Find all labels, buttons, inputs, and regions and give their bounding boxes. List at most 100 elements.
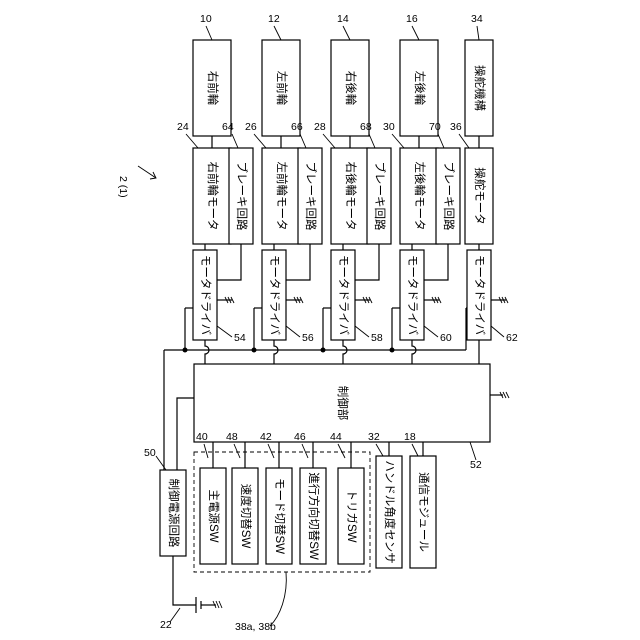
junction-dot-3: [321, 348, 326, 353]
ref-56: 56: [302, 332, 314, 344]
battery-ground-b: [216, 601, 219, 608]
ctrl-ground-tick-c: [506, 392, 509, 398]
ref-42: 42: [260, 431, 272, 443]
link-brake-driver-4: [424, 244, 448, 280]
handle-angle-sensor-label: ハンドル角度センサ: [383, 460, 397, 564]
ref-36: 36: [450, 121, 462, 133]
brake-circuit-68-label: ブレーキ回路: [373, 162, 387, 231]
ref-60: 60: [440, 332, 452, 344]
mode-switch-label: モード切替SW: [273, 478, 287, 554]
junction-dot-2: [252, 348, 257, 353]
leader-48: [234, 444, 240, 458]
motor-driver-54-label: モータドライバ: [199, 255, 212, 336]
motor-driver-56-label: モータドライバ: [268, 255, 281, 336]
ref-62: 62: [506, 332, 518, 344]
ref-16: 16: [406, 13, 418, 25]
ctrl-line-1: [205, 340, 209, 364]
leader-46: [302, 444, 308, 458]
leader-16: [412, 26, 419, 40]
power-to-controller: [177, 398, 194, 470]
steering-motor-label: 操舵モータ: [473, 167, 487, 225]
communication-module-label: 通信モジュール: [417, 472, 430, 552]
steering-mechanism-label: 操舵機構: [473, 65, 487, 111]
motor-driver-58-label: モータドライバ: [337, 255, 350, 336]
motor-driver-62-label: モータドライバ: [473, 255, 486, 336]
leader-62: [491, 326, 504, 337]
junction-dot-1: [183, 348, 188, 353]
battery-wire-pos: [173, 556, 196, 605]
brake-circuit-70-label: ブレーキ回路: [442, 162, 456, 231]
right-rear-motor-label: 右後輪モータ: [344, 162, 358, 231]
ref-34: 34: [471, 13, 483, 25]
leader-60: [424, 326, 438, 337]
brake-circuit-66-label: ブレーキ回路: [304, 162, 318, 231]
left-front-motor-label: 左前輪モータ: [275, 162, 289, 231]
leader-70: [438, 134, 444, 148]
ref-70: 70: [429, 121, 441, 133]
ref-22: 22: [160, 619, 172, 631]
right-rear-wheel-label: 右後輪: [344, 71, 358, 106]
power-circuit-label: 制御電源回路: [167, 479, 181, 548]
ref-50: 50: [144, 447, 156, 459]
leader-32: [376, 444, 383, 456]
figure-label: 2 (1): [117, 176, 129, 198]
ref-18: 18: [404, 431, 416, 443]
speed-switch-label: 速度切替SW: [239, 484, 253, 549]
ref-58: 58: [371, 332, 383, 344]
leader-66: [300, 134, 306, 148]
motor-driver-60-label: モータドライバ: [406, 255, 419, 336]
battery-ground-c: [219, 601, 222, 608]
leader-22: [170, 608, 180, 622]
ref-46: 46: [294, 431, 306, 443]
ref-28: 28: [314, 121, 326, 133]
junction-dot-4: [390, 348, 395, 353]
ctrl-line-3: [343, 340, 347, 364]
leader-34: [477, 26, 479, 40]
direction-switch-label: 進行方向切替SW: [307, 472, 321, 560]
trigger-switch-label: トリガSW: [345, 489, 358, 542]
leader-14: [343, 26, 350, 40]
controller-label: 制御部: [336, 386, 350, 421]
ref-12: 12: [268, 13, 280, 25]
leader-42: [268, 444, 274, 458]
leader-12: [274, 26, 281, 40]
leader-52: [470, 442, 476, 460]
left-rear-wheel-label: 左後輪: [413, 71, 427, 106]
ref-68: 68: [360, 121, 372, 133]
ref-32: 32: [368, 431, 380, 443]
leader-44: [338, 444, 345, 458]
ctrl-ground-tick-b: [503, 392, 506, 398]
ref-10: 10: [200, 13, 212, 25]
leader-68: [369, 134, 375, 148]
ctrl-line-2: [274, 340, 278, 364]
link-brake-driver-1: [217, 244, 241, 280]
left-front-wheel-label: 左前輪: [275, 71, 289, 106]
ctrl-line-4: [412, 340, 416, 364]
ref-40: 40: [196, 431, 208, 443]
left-rear-motor-label: 左後輪モータ: [413, 162, 427, 231]
leader-56: [286, 326, 300, 337]
ref-14: 14: [337, 13, 349, 25]
ref-52: 52: [470, 459, 482, 471]
ref-54: 54: [234, 332, 246, 344]
brake-circuit-64-label: ブレーキ回路: [235, 162, 249, 231]
right-front-motor-label: 右前輪モータ: [206, 162, 220, 231]
ref-38: 38a, 38b: [235, 621, 276, 633]
leader-54: [217, 326, 232, 337]
ref-44: 44: [330, 431, 342, 443]
leader-38: [270, 572, 286, 626]
leader-10: [206, 26, 212, 40]
right-front-wheel-label: 右前輪: [206, 71, 220, 106]
ref-66: 66: [291, 121, 303, 133]
main-power-switch-label: 主電源SW: [207, 489, 221, 542]
leader-64: [232, 134, 238, 148]
link-brake-driver-2: [286, 244, 310, 280]
ref-26: 26: [245, 121, 257, 133]
ref-30: 30: [383, 121, 395, 133]
ref-48: 48: [226, 431, 238, 443]
leader-40: [204, 444, 208, 458]
leader-18: [412, 444, 418, 456]
ref-24: 24: [177, 121, 189, 133]
link-brake-driver-3: [355, 244, 379, 280]
